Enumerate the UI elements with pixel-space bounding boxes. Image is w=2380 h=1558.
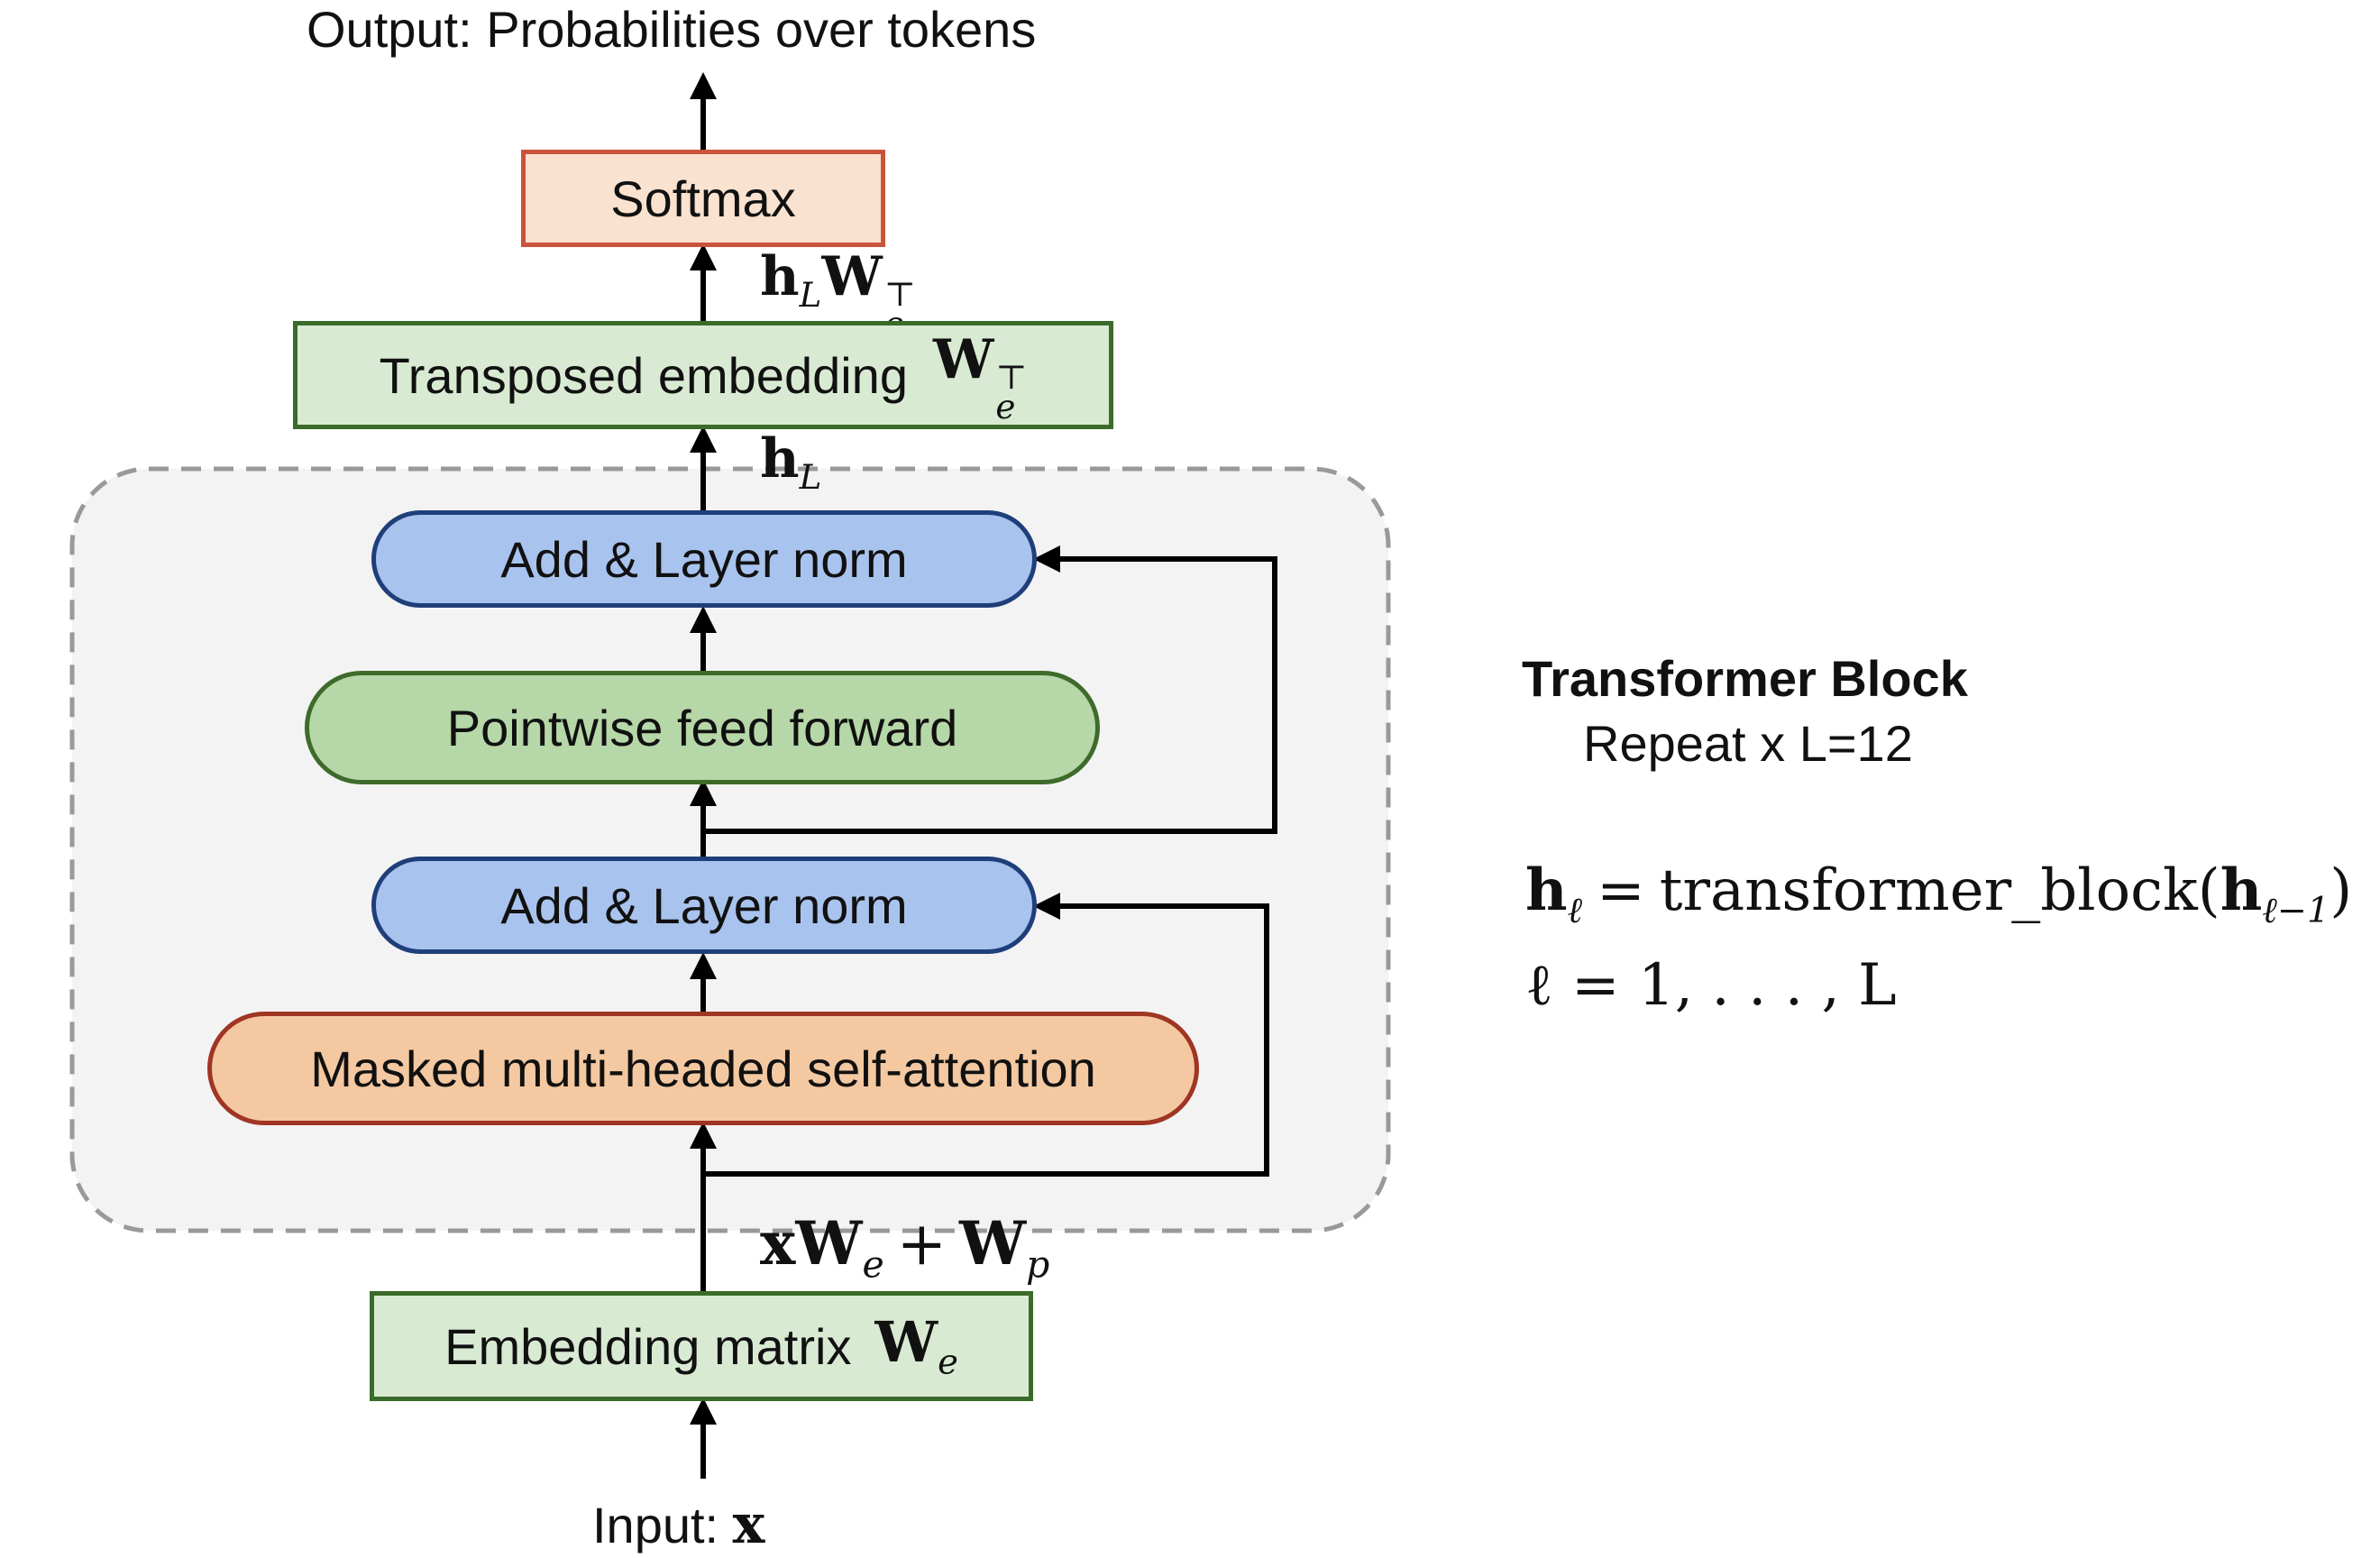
add-layer-norm-top-label: Add & Layer norm	[500, 530, 908, 588]
e-subscript: e	[862, 1242, 884, 1287]
W-symbol: W	[874, 1309, 938, 1376]
pointwise-feed-forward: Pointwise feed forward	[305, 671, 1100, 784]
p-subscript: p	[1026, 1242, 1050, 1287]
transformer-block-repeat: Repeat x L=12	[1583, 715, 1913, 772]
transpose-superscript: ⊤	[883, 274, 916, 314]
transformer-block-title: Transformer Block	[1522, 650, 1968, 707]
plus-symbol: +	[896, 1209, 947, 1278]
layer-index-formula: ℓ = 1, . . . , L	[1525, 952, 1897, 1019]
function-name: transformer_block(	[1659, 857, 2220, 924]
h-symbol: h	[1525, 857, 1568, 924]
hL-We-transpose-label: hLW⊤e	[760, 245, 916, 341]
add-layer-norm-bottom: Add & Layer norm	[371, 857, 1037, 954]
transpose-superscript: ⊤	[995, 356, 1028, 397]
W-symbol: W	[821, 245, 883, 308]
e-subscript: e	[938, 1342, 958, 1383]
x-symbol: x	[760, 1208, 796, 1278]
embedding-matrix-label: Embedding matrix	[444, 1317, 852, 1375]
input-prefix: Input:	[592, 1497, 719, 1553]
add-layer-norm-top: Add & Layer norm	[371, 510, 1037, 608]
residual-connection-ffn	[703, 545, 1277, 834]
masked-self-attention-label: Masked multi-headed self-attention	[310, 1040, 1096, 1097]
input-label: Input: x	[592, 1493, 764, 1556]
softmax-label: Softmax	[610, 170, 796, 227]
residual-connection-attention	[703, 893, 1269, 1177]
close-paren: )	[2330, 857, 2353, 924]
L-subscript: L	[799, 275, 822, 316]
embedding-matrix-symbol: We	[874, 1309, 957, 1382]
hL-label: hL	[760, 427, 821, 497]
h-symbol: h	[760, 427, 800, 490]
W-symbol: W	[795, 1208, 863, 1278]
x-symbol: x	[732, 1493, 765, 1556]
h-symbol: h	[2220, 857, 2263, 924]
transformer-block-formula: hℓ=transformer_block(hℓ−1)	[1525, 857, 2352, 931]
W-symbol: W	[959, 1208, 1027, 1278]
masked-self-attention: Masked multi-headed self-attention	[207, 1012, 1199, 1125]
transposed-embedding-label: Transposed embedding	[379, 346, 908, 404]
softmax-box: Softmax	[521, 150, 885, 247]
input-embedding-expression: xWe+Wp	[760, 1208, 1049, 1286]
L-subscript: L	[799, 457, 822, 498]
transposed-embedding-symbol: W⊤e	[932, 327, 1028, 426]
transposed-embedding-box: Transposed embedding W⊤e	[293, 321, 1113, 429]
e-subscript: e	[995, 387, 1016, 426]
embedding-matrix-box: Embedding matrix We	[370, 1291, 1033, 1401]
pointwise-feed-forward-label: Pointwise feed forward	[446, 699, 958, 756]
ell-minus-one-subscript: ℓ−1	[2262, 889, 2330, 931]
add-layer-norm-bottom-label: Add & Layer norm	[500, 876, 908, 934]
output-label: Output: Probabilities over tokens	[307, 1, 1037, 58]
ell-subscript: ℓ	[1567, 889, 1583, 931]
equals-symbol: =	[1597, 857, 1645, 924]
W-symbol: W	[932, 327, 994, 391]
h-symbol: h	[760, 245, 800, 308]
